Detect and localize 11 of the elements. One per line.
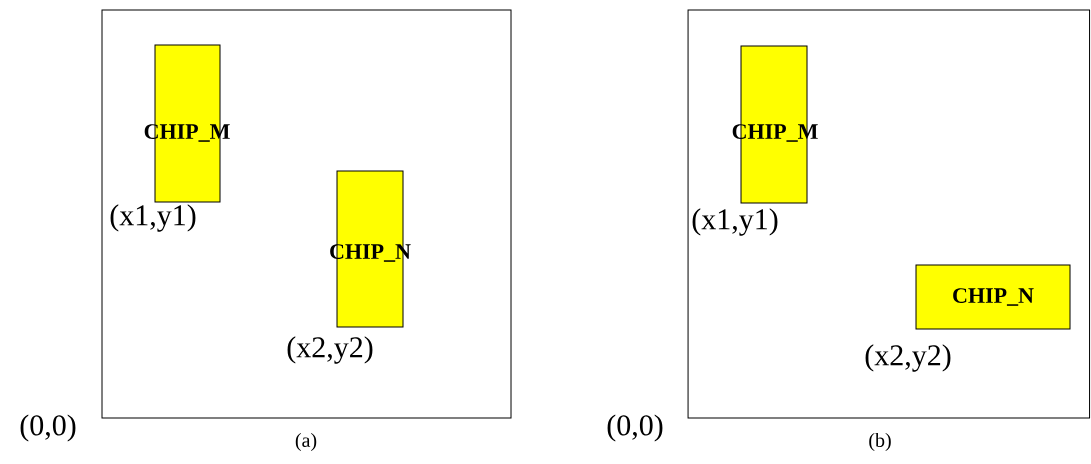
panel-caption: (b) [869,432,891,452]
coordinate-label: (x1,y1) [692,208,778,236]
panel-caption: (a) [295,432,317,452]
chip-box: CHIP_N [915,264,1071,330]
coordinate-label: (x2,y2) [287,336,373,364]
frame-box [101,9,512,419]
frame-box [687,9,1091,419]
coordinate-label: (x2,y2) [865,344,951,372]
origin-label: (0,0) [20,414,76,442]
origin-label: (0,0) [607,414,663,442]
coordinate-label: (x1,y1) [110,204,196,232]
